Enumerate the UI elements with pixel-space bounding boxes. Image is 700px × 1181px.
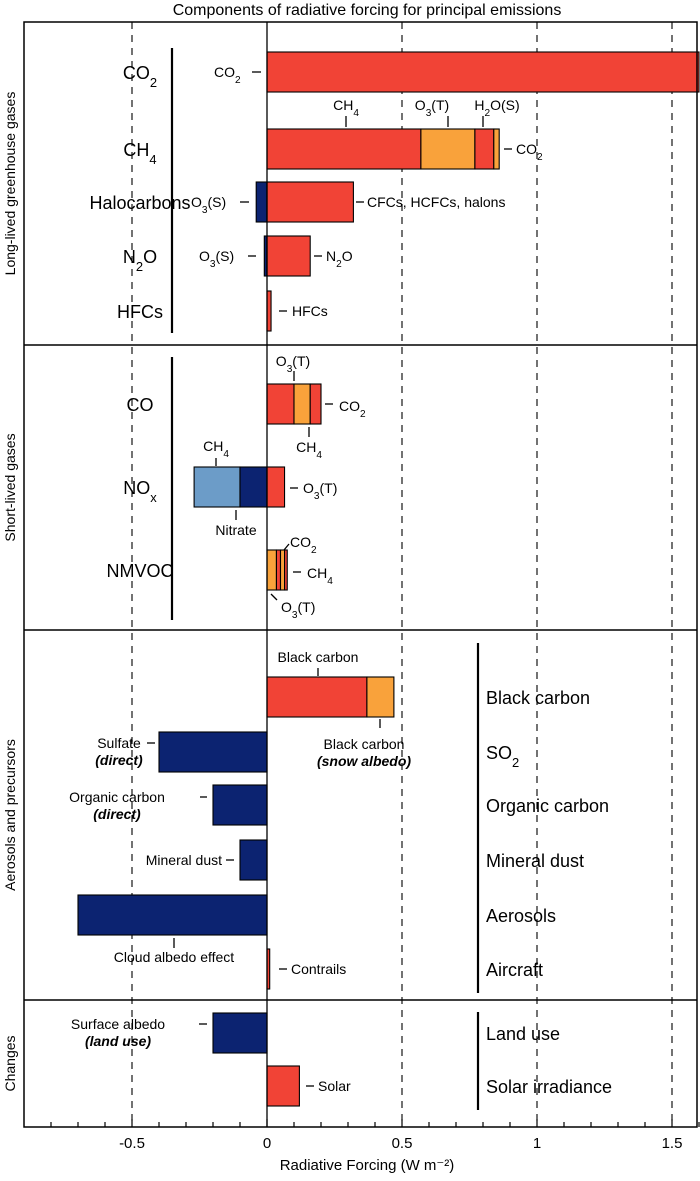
annot-nox-nitrate: Nitrate (215, 522, 256, 538)
bar-7-segment-3 (283, 549, 288, 591)
annot-sulfate-main: Sulfate (97, 735, 141, 751)
x-tick-label-3: 1 (533, 1135, 541, 1152)
emission-label-2: Halocarbons (89, 193, 190, 213)
bar-1-segment-0 (266, 128, 422, 170)
annot-cloud: Cloud albedo effect (114, 949, 234, 965)
group-label-2: Aerosols and precursors (2, 739, 18, 891)
x-tick-label-1: 0 (263, 1135, 271, 1152)
bar-8-segment-0 (266, 676, 368, 718)
group-label-1: Short-lived gases (2, 433, 18, 541)
frame-layer (23, 21, 700, 1128)
annot-hfcs: HFCs (292, 303, 328, 319)
bar-1-segment-1 (420, 128, 476, 170)
x-axis-label: Radiative Forcing (W m⁻²) (280, 1157, 455, 1174)
bar-7-segment-2 (279, 549, 286, 591)
annot-surface-note: (land use) (85, 1033, 151, 1049)
leader-nmvoc-co2 (283, 543, 290, 551)
bar-15-segment-0 (266, 1065, 300, 1107)
annot-bc-snow-main: Black carbon (324, 736, 405, 752)
annot-dust: Mineral dust (146, 852, 222, 868)
annot-nmvoc-o3t: O3(T) (281, 599, 315, 621)
annot-ch4-ch4: CH4 (333, 97, 359, 119)
bar-3-segment-1 (266, 235, 311, 277)
bar-12-segment-0 (77, 894, 268, 936)
emission-label-9: SO2 (486, 743, 519, 770)
bar-5-segment-1 (293, 383, 311, 425)
emission-label-8: Black carbon (486, 688, 590, 708)
x-tick-label-0: -0.5 (119, 1135, 145, 1152)
plot-frame (23, 21, 698, 1128)
emission-label-0: CO2 (123, 63, 157, 90)
bar-2-segment-1 (266, 181, 354, 223)
emission-label-15: Solar irradiance (486, 1077, 612, 1097)
annot-co-o3t: O3(T) (276, 353, 310, 375)
bar-14-segment-0 (212, 1012, 268, 1054)
bar-1-segment-3 (493, 128, 500, 170)
emission-label-1: CH4 (123, 140, 156, 167)
annot-nox-ch4: CH4 (203, 438, 229, 460)
annot-co-co2: CO2 (339, 398, 366, 420)
annot-nox-o3t: O3(T) (303, 480, 337, 502)
emission-label-13: Aircraft (486, 960, 543, 980)
bar-5-segment-0 (266, 383, 295, 425)
grid-layer (131, 22, 673, 1127)
bar-2-segment-0 (255, 181, 268, 223)
group-label-0: Long-lived greenhouse gases (2, 92, 18, 276)
annot-co-ch4: CH4 (296, 439, 322, 461)
annot-surface-main: Surface albedo (71, 1016, 165, 1032)
leader-nmvoc-o3t (270, 593, 278, 601)
emission-label-7: NMVOC (107, 561, 174, 581)
bar-8-segment-1 (366, 676, 395, 718)
chart-title: Components of radiative forcing for prin… (173, 2, 562, 19)
annot-nmvoc-ch4: CH4 (307, 565, 333, 587)
annot-sulfate-note: (direct) (95, 752, 143, 768)
group-label-3: Changes (2, 1035, 18, 1091)
brace-layer (170, 48, 480, 1110)
bar-7-segment-1 (275, 549, 282, 591)
bar-7-segment-0 (266, 549, 277, 591)
annot-oc-main: Organic carbon (69, 789, 165, 805)
annot-ch4-o3t: O3(T) (415, 97, 449, 119)
annot-ch4-h2os: H2O(S) (474, 97, 519, 119)
annot-solar: Solar (318, 1078, 351, 1094)
emission-label-12: Aerosols (486, 906, 556, 926)
bar-6-segment-0 (193, 466, 241, 508)
bar-9-segment-0 (158, 731, 268, 773)
emission-label-3: N2O (123, 247, 157, 274)
emission-label-4: HFCs (117, 302, 163, 322)
annot-bc-bc: Black carbon (278, 649, 359, 665)
annot-bc-snow-note: (snow albedo) (317, 753, 411, 769)
bar-0-segment-0 (266, 51, 700, 93)
annot-oc-note: (direct) (93, 806, 141, 822)
bar-10-segment-0 (212, 784, 268, 826)
emission-label-14: Land use (486, 1024, 560, 1044)
text-layer: -0.5 0 0.5 1 1.5 Long-lived greenhouse gasesS… (2, 63, 682, 1152)
emission-label-5: CO (127, 395, 154, 415)
annot-halo-o3s: O3(S) (191, 194, 226, 216)
x-tick-label-2: 0.5 (392, 1135, 413, 1152)
bar-11-segment-0 (239, 839, 268, 881)
annot-n2o-n2o: N2O (326, 248, 353, 270)
bar-6-segment-2 (266, 466, 286, 508)
bars-layer (77, 51, 700, 1107)
bar-5-segment-2 (309, 383, 322, 425)
emission-label-6: NOx (123, 478, 157, 505)
bar-1-segment-2 (474, 128, 495, 170)
annot-contrails: Contrails (291, 961, 346, 977)
annot-nmvoc-co2: CO2 (290, 534, 317, 556)
bar-6-segment-1 (239, 466, 268, 508)
emission-label-11: Mineral dust (486, 851, 584, 871)
annot-co2: CO2 (214, 64, 241, 86)
annot-n2o-o3s: O3(S) (199, 248, 234, 270)
annot-ch4-co2: CO2 (516, 141, 543, 163)
annot-halo-cfcs: CFCs, HCFCs, halons (367, 194, 505, 210)
x-tick-label-4: 1.5 (662, 1135, 683, 1152)
emission-label-10: Organic carbon (486, 796, 609, 816)
